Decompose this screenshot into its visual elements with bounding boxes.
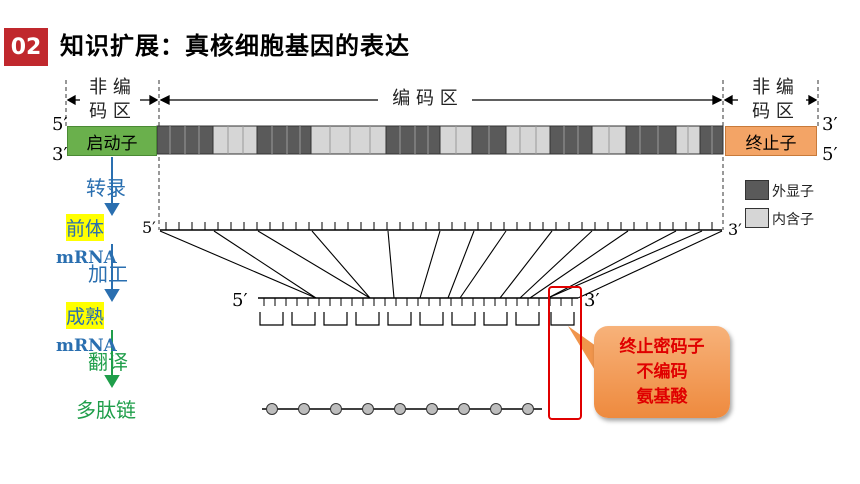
dna-3prime-top: 3′ — [822, 114, 838, 135]
right-noncoding-line2: 码 区 — [752, 101, 794, 122]
splicing-lines — [159, 230, 723, 299]
step-mature-line1: 成熟 — [66, 302, 105, 329]
dna-5prime-top: 5′ — [52, 114, 68, 135]
page-title: 知识扩展：真核细胞基因的表达 — [60, 32, 410, 60]
callout-line3: 氨基酸 — [636, 386, 688, 407]
step-pre-mrna-line1: 前体 — [66, 214, 105, 241]
promoter-box: 启动子 — [67, 126, 157, 156]
step-transcription: 转录 — [86, 176, 126, 200]
legend-exon-label: 外显子 — [772, 184, 814, 200]
pre-mrna-3prime: 3′ — [728, 220, 742, 239]
terminator-box: 终止子 — [725, 126, 817, 156]
dna-3prime-bottom: 3′ — [52, 144, 68, 165]
step-mature-line2: mRNA — [56, 336, 117, 356]
step-translation: 翻译 — [88, 350, 128, 374]
process-arrows — [104, 157, 120, 302]
step-pre-mrna-line2: mRNA — [56, 248, 117, 268]
pre-mrna-5prime: 5′ — [142, 218, 156, 237]
left-noncoding-label: 非 编 码 区 — [82, 76, 138, 124]
stop-codon-highlight — [548, 286, 582, 420]
dna-5prime-bottom: 5′ — [822, 144, 838, 165]
polypeptide-chain — [262, 403, 542, 415]
left-noncoding-line2: 码 区 — [89, 101, 131, 122]
left-noncoding-line1: 非 编 — [89, 77, 131, 98]
step-processing: 加工 — [88, 262, 128, 286]
stop-codon-callout: 终止密码子 不编码 氨基酸 — [594, 326, 730, 418]
legend-intron-label: 内含子 — [772, 212, 814, 228]
step-polypeptide: 多肽链 — [76, 398, 136, 422]
mature-mrna-strand — [258, 297, 578, 326]
callout-line2: 不编码 — [636, 361, 688, 382]
pre-mrna-strand — [160, 222, 722, 231]
legend-exon-swatch — [745, 180, 769, 200]
section-badge: 02 — [4, 28, 48, 66]
legend-intron-swatch — [745, 208, 769, 228]
mature-mrna-5prime: 5′ — [232, 290, 248, 311]
right-noncoding-line1: 非 编 — [752, 77, 794, 98]
callout-line1: 终止密码子 — [619, 336, 705, 357]
coding-region-label: 编 码 区 — [380, 87, 470, 111]
right-noncoding-label: 非 编 码 区 — [738, 76, 808, 124]
dna-coding-strip — [156, 125, 724, 155]
mature-mrna-3prime: 3′ — [584, 290, 600, 311]
